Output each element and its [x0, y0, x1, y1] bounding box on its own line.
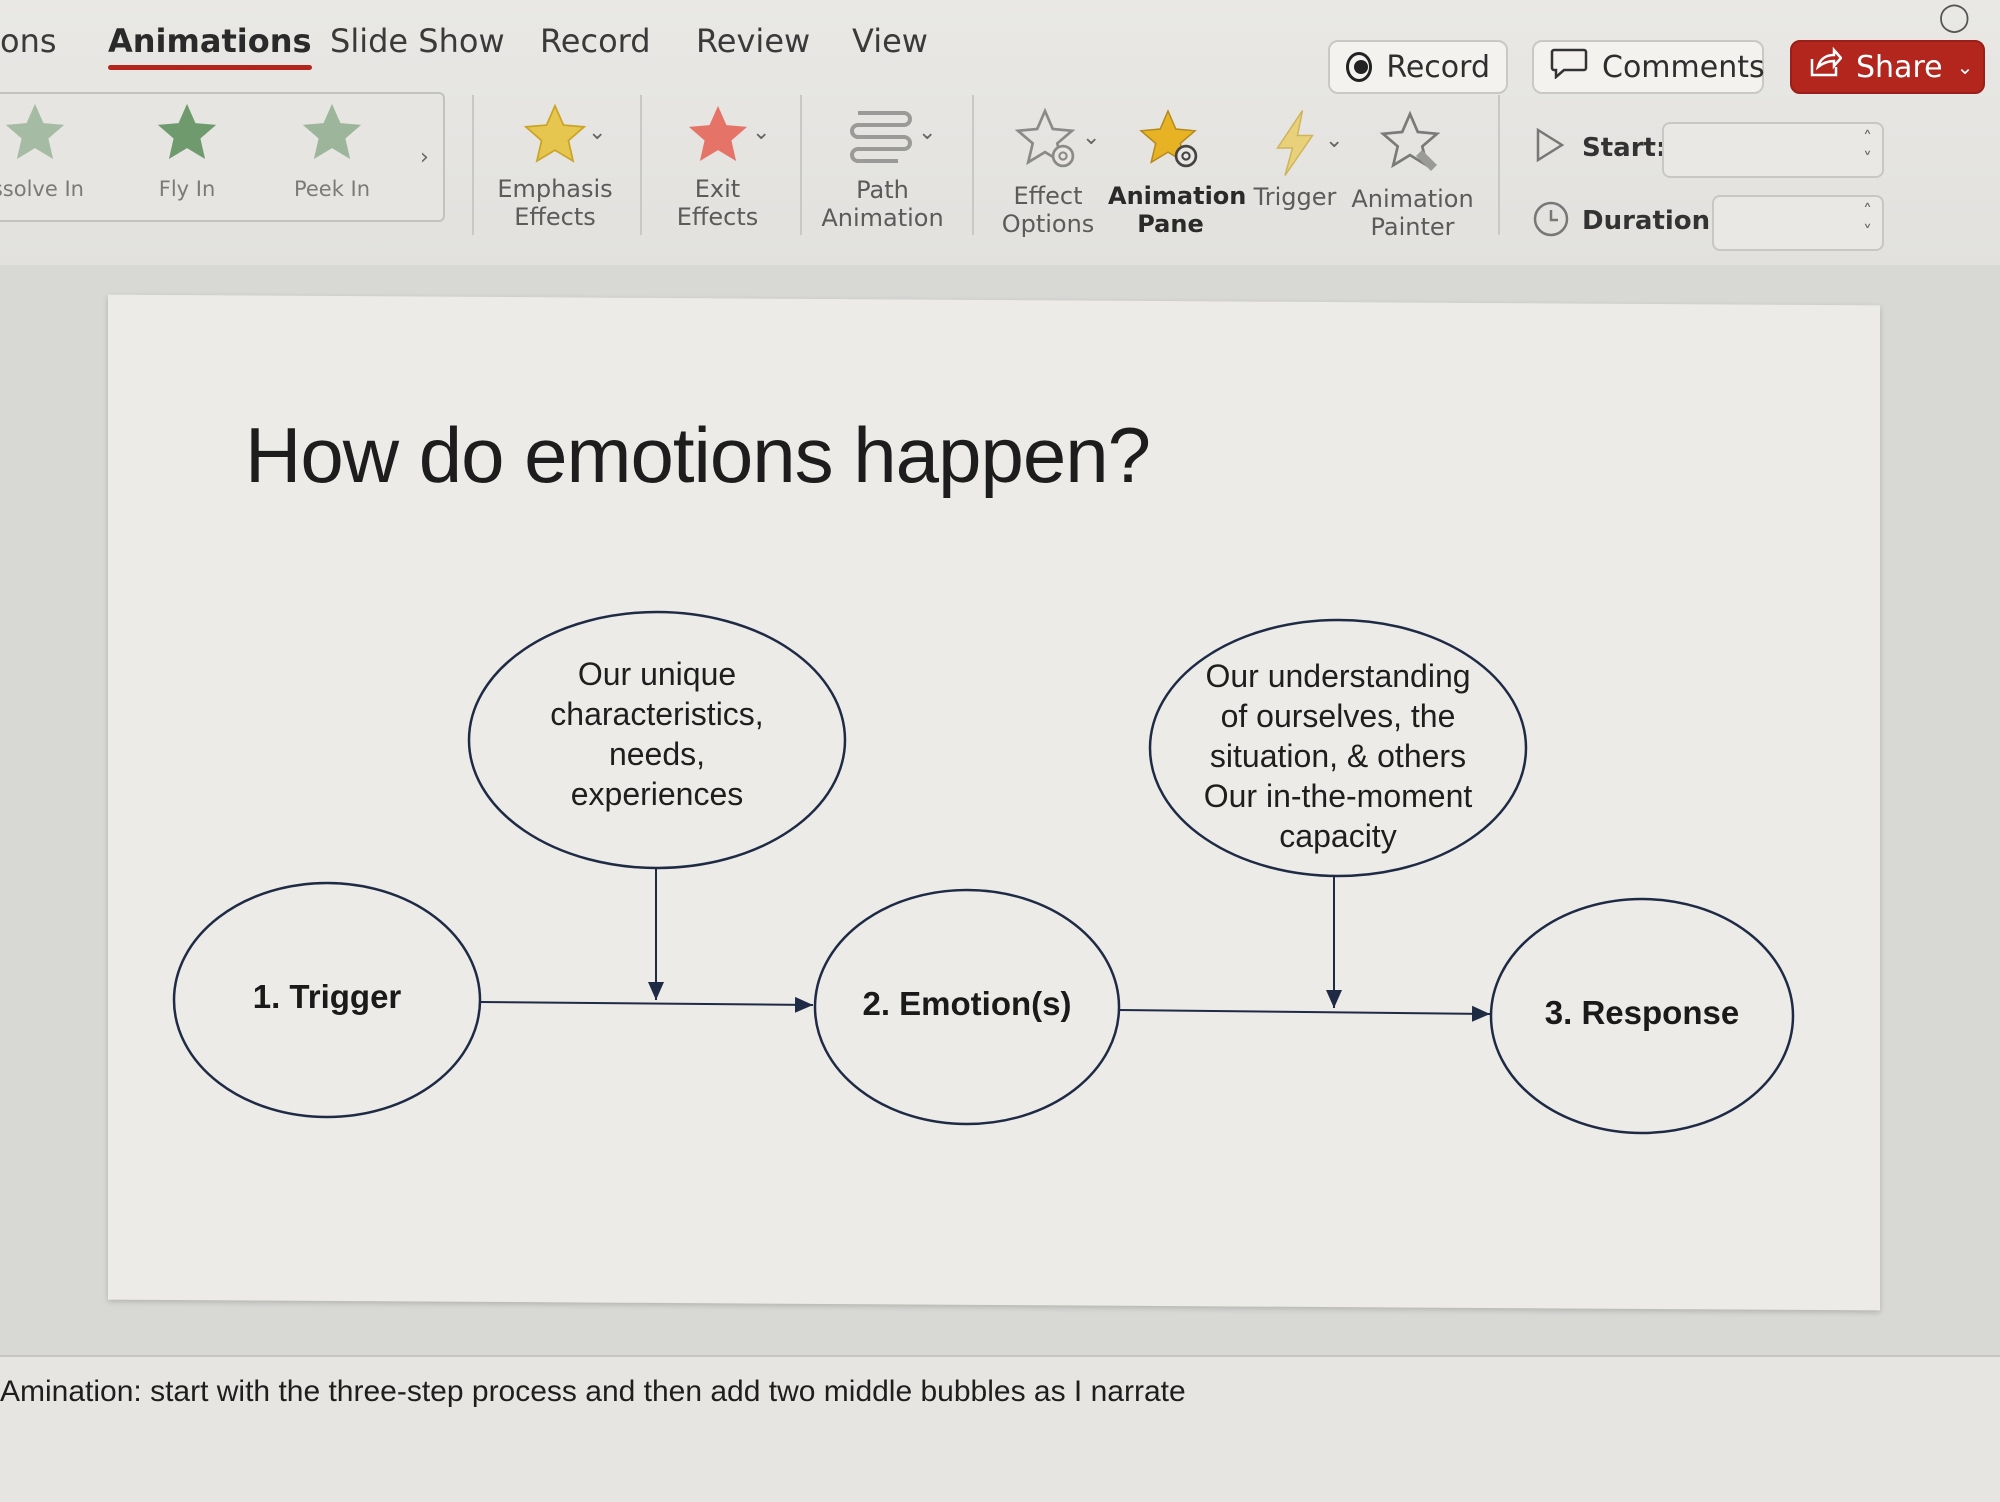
emphasis-effects-button[interactable]: Emphasis Effects [490, 100, 620, 231]
comment-icon [1550, 47, 1588, 87]
comments-button-label: Comments [1602, 49, 1765, 85]
chevron-down-icon: ⌄ [1956, 55, 1974, 79]
exit-effects-button[interactable]: Exit Effects [655, 100, 780, 231]
comments-button[interactable]: Comments [1532, 40, 1765, 94]
animation-pane-button[interactable]: Animation Pane [1108, 105, 1247, 238]
record-button-label: Record [1386, 49, 1490, 85]
node-trigger[interactable] [172, 881, 482, 1119]
path-animation-label: Path Animation [821, 176, 944, 232]
ribbon-separator [472, 95, 474, 235]
tab-review[interactable]: Review [696, 22, 811, 60]
tab-transitions-partial[interactable]: ons [0, 22, 57, 60]
gallery-item-label: Fly In [158, 177, 216, 201]
chevron-down-icon[interactable]: ⌄ [918, 120, 937, 145]
chevron-down-icon[interactable]: ⌄ [1082, 125, 1101, 150]
arrow-emotion-to-response [1118, 1005, 1491, 1022]
gallery-item-dissolve-in[interactable]: issolve In [0, 98, 105, 201]
tab-slide-show[interactable]: Slide Show [330, 22, 505, 60]
trigger-button[interactable]: Trigger [1245, 108, 1345, 211]
node-trigger-label: 1. Trigger [252, 978, 402, 1015]
chevron-down-icon[interactable]: ⌄ [588, 120, 607, 145]
record-icon [1346, 52, 1373, 82]
duration-label: Duration: [1582, 206, 1721, 236]
exit-effects-label: Exit Effects [676, 175, 759, 231]
tab-animations[interactable]: Animations [108, 22, 312, 70]
path-animation-icon [849, 111, 912, 163]
gallery-item-label: Peek In [293, 177, 371, 201]
node-emotion[interactable] [813, 888, 1121, 1126]
star-gear-icon [1014, 107, 1076, 168]
effect-options-button[interactable]: Effect Options [988, 105, 1108, 238]
start-label: Start: [1582, 133, 1667, 163]
emphasis-effects-label: Emphasis Effects [497, 175, 613, 231]
bubble-understanding-text: Our understanding of ourselves, the situ… [1203, 658, 1473, 854]
share-button[interactable]: Share ⌄ [1790, 40, 1985, 94]
bubble-characteristics-text: Our unique characteristics, needs, exper… [550, 656, 764, 812]
star-icon [5, 103, 65, 159]
chevron-down-icon[interactable]: ˅ [1863, 222, 1872, 243]
chevron-down-icon[interactable]: ⌄ [752, 120, 771, 145]
lightning-icon [1276, 110, 1314, 176]
start-icon [1535, 127, 1565, 168]
ribbon-separator [800, 95, 802, 235]
node-response-label: 3. Response [1544, 994, 1740, 1031]
chevron-down-icon[interactable]: ˅ [1863, 149, 1872, 170]
duration-stepper[interactable]: ˄ ˅ [1712, 195, 1884, 251]
share-button-label: Share [1856, 49, 1943, 85]
tab-record[interactable]: Record [540, 22, 651, 60]
path-animation-button[interactable]: Path Animation [815, 105, 950, 232]
node-response[interactable] [1489, 897, 1795, 1135]
gallery-scroll-right-icon[interactable]: › [420, 145, 429, 170]
animation-gallery [0, 92, 445, 222]
record-button[interactable]: Record [1328, 40, 1508, 94]
start-select[interactable]: ˄ ˅ [1662, 122, 1884, 178]
speaker-notes-text[interactable]: Amination: start with the three-step pro… [0, 1375, 1186, 1408]
effect-options-label: Effect Options [1001, 182, 1095, 238]
ribbon-separator [640, 95, 642, 235]
animation-painter-button[interactable]: Animation Painter [1350, 108, 1475, 241]
star-brush-icon [1379, 110, 1440, 171]
star-icon [688, 105, 747, 161]
account-icon[interactable]: ◯ [1938, 1, 1970, 32]
animation-pane-label: Animation Pane [1108, 182, 1247, 238]
speaker-notes-pane[interactable] [0, 1355, 2000, 1502]
chevron-down-icon[interactable]: ⌄ [1325, 128, 1344, 153]
ribbon-separator [1498, 95, 1500, 235]
ribbon-separator [972, 95, 974, 235]
gallery-item-fly-in[interactable]: Fly In [117, 98, 257, 201]
star-icon [523, 103, 587, 163]
gallery-item-label: issolve In [0, 177, 84, 201]
star-gear-icon [1138, 109, 1197, 168]
share-icon [1808, 46, 1843, 87]
star-icon [302, 103, 362, 159]
arrow-trigger-to-emotion [479, 996, 814, 1013]
bubble-understanding[interactable] [1148, 618, 1528, 878]
slide-title[interactable]: How do emotions happen? [245, 411, 1151, 499]
node-emotion-label: 2. Emotion(s) [862, 985, 1072, 1022]
chevron-up-icon[interactable]: ˄ [1863, 201, 1872, 222]
trigger-label: Trigger [1253, 183, 1337, 211]
star-icon [157, 103, 217, 159]
tab-view[interactable]: View [852, 22, 928, 60]
chevron-up-icon[interactable]: ˄ [1863, 128, 1872, 149]
clock-icon [1532, 200, 1570, 243]
animation-painter-label: Animation Painter [1351, 185, 1474, 241]
gallery-item-peek-in[interactable]: Peek In [262, 98, 402, 201]
